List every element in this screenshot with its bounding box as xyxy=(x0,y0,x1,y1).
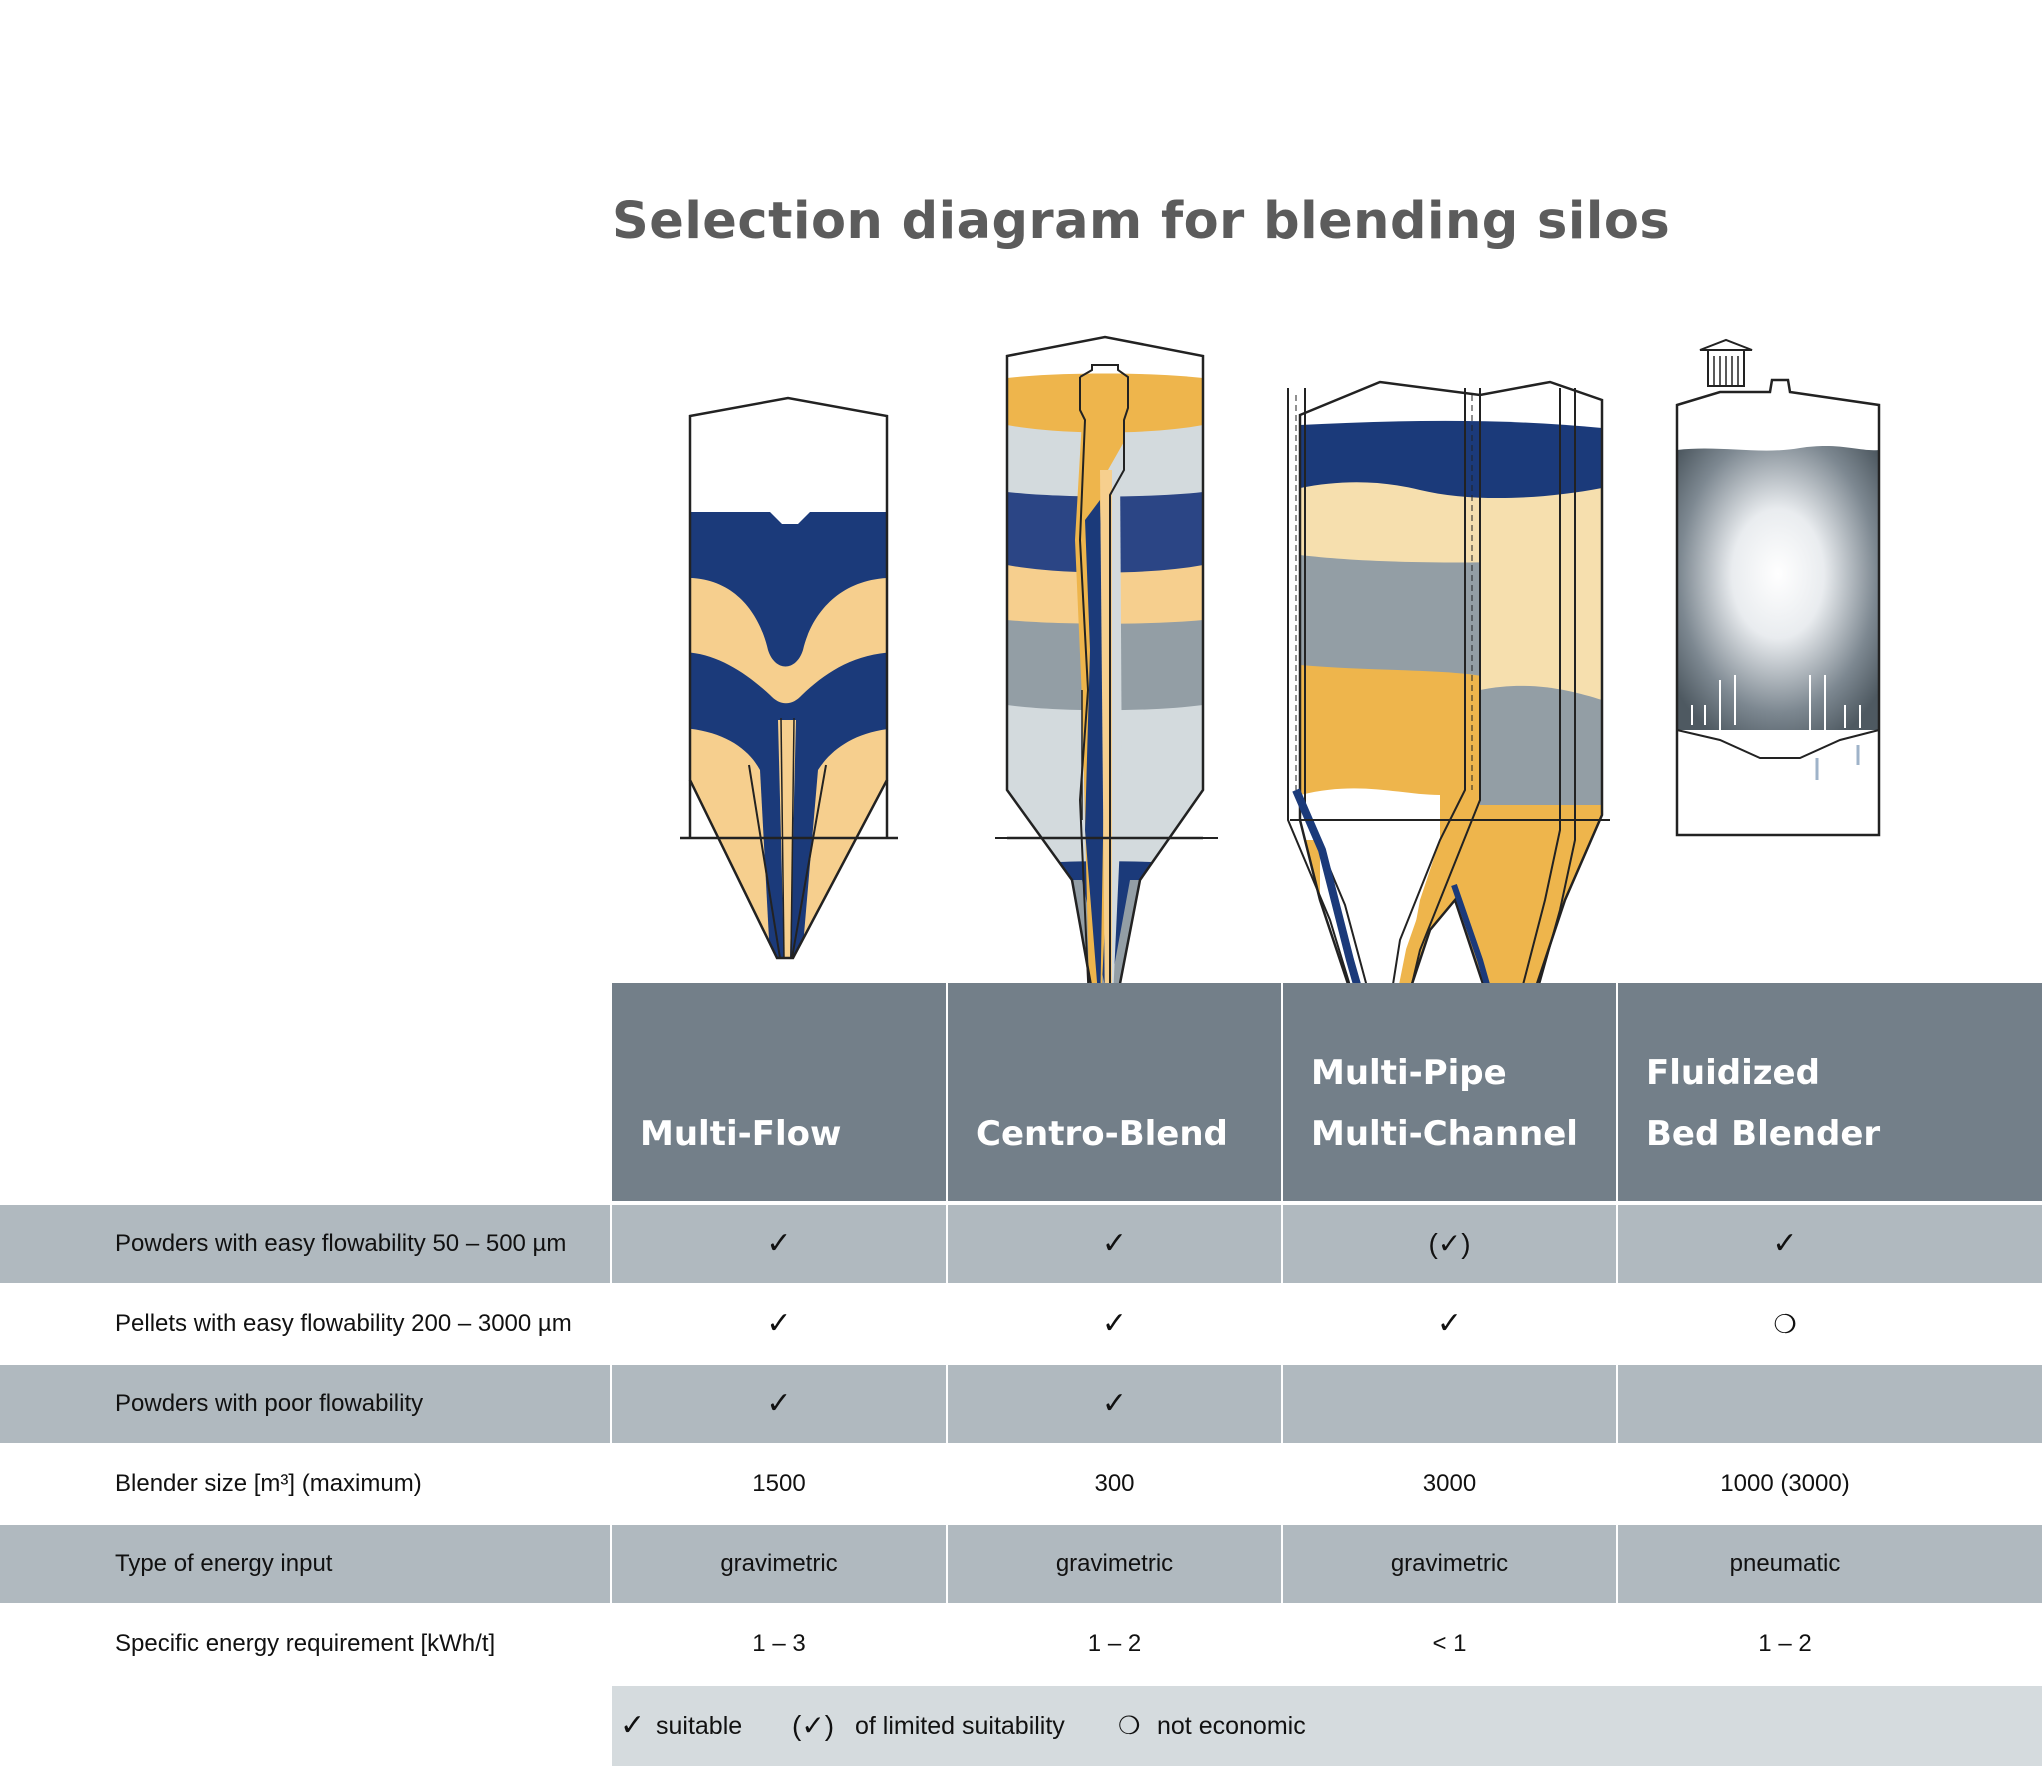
fluidized-bed-silo-icon xyxy=(1675,338,1881,837)
legend-not-economic-symbol: ❍ xyxy=(1118,1712,1141,1740)
legend-not-economic-label: not economic xyxy=(1157,1712,1306,1740)
table-cell: 1000 (3000) xyxy=(1720,1470,1850,1497)
table-cell: gravimetric xyxy=(720,1550,838,1577)
table-row: Powders with poor flowability ✓ ✓ xyxy=(0,1365,2042,1443)
table-cell: gravimetric xyxy=(1390,1550,1509,1577)
legend-suitable-label: suitable xyxy=(656,1712,743,1740)
table-cell: ✓ xyxy=(766,1227,792,1260)
legend: ✓ suitable (✓) of limited suitability ❍ … xyxy=(612,1686,2042,1766)
table-cell: ✓ xyxy=(766,1387,792,1420)
table-cell: ✓ xyxy=(766,1307,792,1340)
legend-limited-label: of limited suitability xyxy=(855,1712,1065,1740)
multi-pipe-silo-icon xyxy=(1287,380,1610,1037)
column-header-centro-blend: Centro-Blend xyxy=(948,983,1281,1201)
column-header-multi-flow: Multi-Flow xyxy=(612,983,946,1201)
table-cell: pneumatic xyxy=(1729,1550,1841,1577)
table-cell: 1 – 2 xyxy=(1087,1630,1142,1657)
silo-illustrations xyxy=(680,335,1881,1037)
table-cell: ❍ xyxy=(1773,1309,1797,1339)
row-label: Powders with easy flowability 50 – 500 µ… xyxy=(115,1230,567,1257)
column-header-line2: Multi-Channel xyxy=(1311,1114,1578,1154)
table-cell: gravimetric xyxy=(1055,1550,1174,1577)
page-title: Selection diagram for blending silos xyxy=(612,192,1671,251)
table-cell: ✓ xyxy=(1101,1307,1128,1340)
table-row: Blender size [m³] (maximum) 1500 300 300… xyxy=(0,1445,2042,1523)
row-label: Specific energy requirement [kWh/t] xyxy=(115,1630,496,1657)
column-header-line1: Fluidized xyxy=(1646,1053,1820,1093)
table-cell: (✓) xyxy=(1428,1228,1471,1259)
column-header-line1: Multi-Pipe xyxy=(1311,1053,1507,1093)
column-header-line2: Multi-Flow xyxy=(640,1114,842,1154)
table-cell: 1500 xyxy=(752,1470,806,1497)
table-cell: < 1 xyxy=(1432,1630,1467,1657)
table-cell: ✓ xyxy=(1436,1307,1463,1340)
table-cell: ✓ xyxy=(1772,1227,1798,1260)
table-cell: ✓ xyxy=(1101,1227,1128,1260)
table-row: Powders with easy flowability 50 – 500 µ… xyxy=(0,1205,2042,1283)
row-label: Powders with poor flowability xyxy=(115,1390,424,1417)
legend-limited-symbol: (✓) xyxy=(792,1710,835,1741)
row-label: Pellets with easy flowability 200 – 3000… xyxy=(115,1310,572,1337)
table-cell: 300 xyxy=(1094,1470,1135,1497)
row-label: Blender size [m³] (maximum) xyxy=(115,1470,422,1497)
centro-blend-silo-icon xyxy=(995,335,1218,1027)
table-cell: ✓ xyxy=(1101,1387,1128,1420)
table-cell: 1 – 2 xyxy=(1758,1630,1812,1657)
multi-flow-silo-icon xyxy=(680,396,898,960)
table-row: Specific energy requirement [kWh/t] 1 – … xyxy=(0,1605,2042,1683)
table-cell: 1 – 3 xyxy=(752,1630,806,1657)
row-label: Type of energy input xyxy=(115,1550,333,1577)
table-cell: 3000 xyxy=(1422,1470,1477,1497)
legend-suitable-symbol: ✓ xyxy=(620,1709,646,1742)
column-header-line2: Bed Blender xyxy=(1646,1114,1881,1154)
table-cell xyxy=(1283,1365,1616,1443)
table-row: Pellets with easy flowability 200 – 3000… xyxy=(0,1285,2042,1363)
column-header-line2: Centro-Blend xyxy=(976,1114,1228,1154)
table-cell xyxy=(1618,1365,1952,1443)
table-row: Type of energy input gravimetric gravime… xyxy=(0,1525,2042,1603)
